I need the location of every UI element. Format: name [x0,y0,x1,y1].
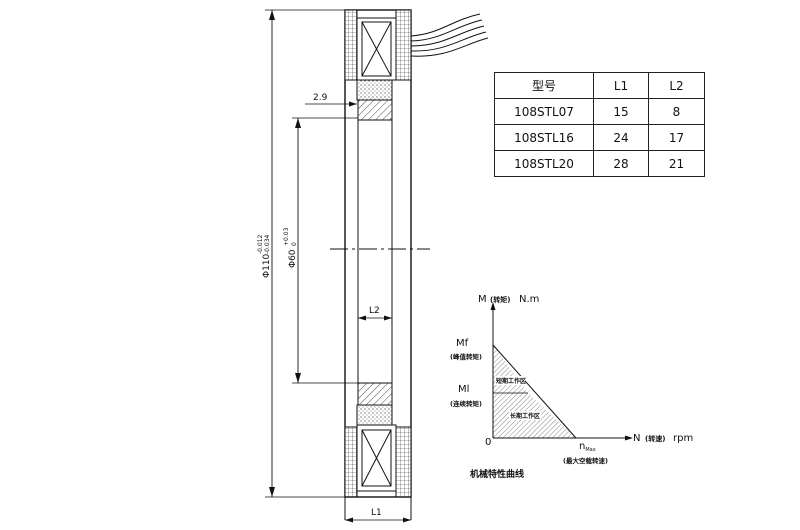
step-dim-label: 2.9 [313,93,328,103]
dimension-outer-diameter: Φ110 -0.012 -0.034 [257,9,345,498]
origin-label: 0 [485,437,491,448]
header-l2: L2 [648,72,705,99]
y-axis-label-cn: (转矩) [490,295,510,304]
x-axis-unit: rpm [673,433,693,444]
l1-label: L1 [371,508,382,518]
curve-title: 机械特性曲线 [470,468,524,480]
ml-label-cn: (连续转矩) [450,399,482,408]
table-row: 108STL07 15 8 [494,98,705,125]
bottom-winding-grid-right [395,426,412,498]
table-row: 108STL20 28 21 [494,150,705,177]
outer-dia-tol-upper: -0.012 [257,234,264,254]
model-spec-table: 型号 L1 L2 108STL07 15 8 108STL16 24 17 10… [494,72,705,177]
outer-dia-tol-lower: -0.034 [264,234,271,254]
ml-label: Ml [458,384,469,395]
mf-label-cn: (峰值转矩) [450,352,482,361]
bottom-winding-grid-left [344,426,358,498]
cell-l2: 8 [648,98,705,125]
dimension-inner-diameter: Φ60 +0.03 0 [283,117,358,384]
short-term-zone [493,345,528,393]
outer-dia-label: Φ110 [262,253,272,278]
table-row: 108STL16 24 17 [494,124,705,151]
bottom-rotor-ring [357,382,393,406]
characteristic-line [492,344,577,439]
cell-l2: 17 [648,124,705,151]
inner-dia-label: Φ60 [288,249,298,268]
dimension-l2: L2 [358,306,392,321]
motor-cross-section [330,9,489,520]
header-l1: L1 [593,72,649,99]
y-axis-unit: N.m [519,294,539,305]
cell-l1: 24 [593,124,649,151]
l2-label: L2 [369,306,380,316]
inner-dia-tol-lower: 0 [291,242,298,246]
cable-leads [410,13,489,57]
cell-model: 108STL20 [494,150,594,177]
mf-label: Mf [456,338,469,349]
bottom-magnet [356,404,393,426]
header-model: 型号 [494,72,594,99]
dimension-step: 2.9 [305,93,357,107]
table-header-row: 型号 L1 L2 [494,72,705,99]
torque-speed-curve: M (转矩) N.m Mf (峰值转矩) Ml (连续转矩) 短期工作区 长期工… [450,294,693,480]
top-winding-grid-right [395,9,412,81]
short-term-zone-label: 短期工作区 [496,377,526,385]
cell-l1: 28 [593,150,649,177]
nmax-label: nMax [579,441,596,453]
cell-l2: 21 [648,150,705,177]
inner-dia-tol-upper: +0.03 [283,227,290,246]
cell-model: 108STL07 [494,98,594,125]
y-axis-label: M [478,294,487,305]
cell-l1: 15 [593,98,649,125]
x-axis-label-cn: (转速) [645,434,665,443]
cell-model: 108STL16 [494,124,594,151]
top-winding-grid-left [344,9,358,81]
nmax-label-cn: (最大空载转速) [563,456,608,465]
top-rotor-ring [357,99,393,121]
long-term-zone-label: 长期工作区 [510,412,540,420]
x-axis-label: N [633,433,640,444]
top-magnet [356,79,393,101]
dimension-l1: L1 [345,508,411,523]
bottom-coil [356,424,397,492]
